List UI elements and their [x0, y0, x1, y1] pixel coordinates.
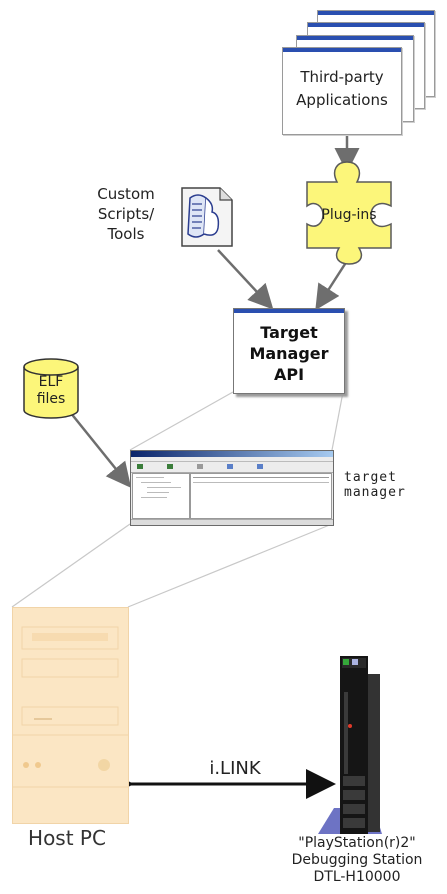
puzzle-piece-icon [306, 161, 392, 265]
arrow-plugins-to-api [315, 263, 347, 311]
tm-header-row [193, 477, 329, 478]
desktop-tower-icon [12, 607, 129, 824]
zoom-line-pc-right [127, 523, 333, 608]
ilink-label: i.LINK [209, 758, 261, 779]
arrow-scripts-to-api [217, 249, 274, 310]
tm-tool-button [137, 464, 143, 469]
plugins-label: Plug-ins [321, 207, 377, 223]
target-manager-window [130, 450, 334, 526]
tm-tree-item [141, 497, 167, 498]
tm-menu-bar [131, 457, 333, 462]
zoom-line-api-left [129, 391, 234, 451]
zoom-line-api-right [331, 391, 344, 451]
api-label: Target Manager API [249, 323, 329, 384]
ps2-console-icon [318, 656, 382, 834]
tm-tool-button [197, 464, 203, 469]
tm-tree-item [141, 482, 171, 483]
tm-tool-button [167, 464, 173, 469]
api-title-bar [234, 309, 344, 313]
arrow-elf-to-tm [69, 411, 132, 488]
tm-tool-button [257, 464, 263, 469]
tm-tree-item [147, 487, 181, 488]
host-pc-label: Host PC [28, 826, 106, 850]
third-party-label: Third-party Applications [296, 68, 388, 109]
tm-data-row [193, 482, 329, 483]
tm-toolbar [131, 462, 333, 473]
tm-tree-item [147, 492, 169, 493]
database-cylinder-icon [23, 358, 79, 419]
tm-title-bar [131, 451, 333, 457]
scroll-document-icon [181, 187, 233, 247]
tm-tree-item [136, 477, 164, 478]
custom-scripts-label: Custom Scripts/ Tools [97, 185, 155, 243]
zoom-line-pc-left [11, 523, 131, 608]
ps2-label: "PlayStation(r)2" Debugging Station DTL-… [291, 835, 423, 885]
tm-status-bar [131, 519, 333, 525]
app-window-front: Third-party Applications [282, 47, 402, 135]
target-manager-label: target manager [344, 470, 406, 500]
target-manager-api-box: Target Manager API [233, 308, 345, 394]
tm-tree-pane [132, 473, 190, 519]
tm-detail-pane [190, 473, 332, 519]
tm-tool-button [227, 464, 233, 469]
elf-label: ELF files [36, 374, 66, 407]
